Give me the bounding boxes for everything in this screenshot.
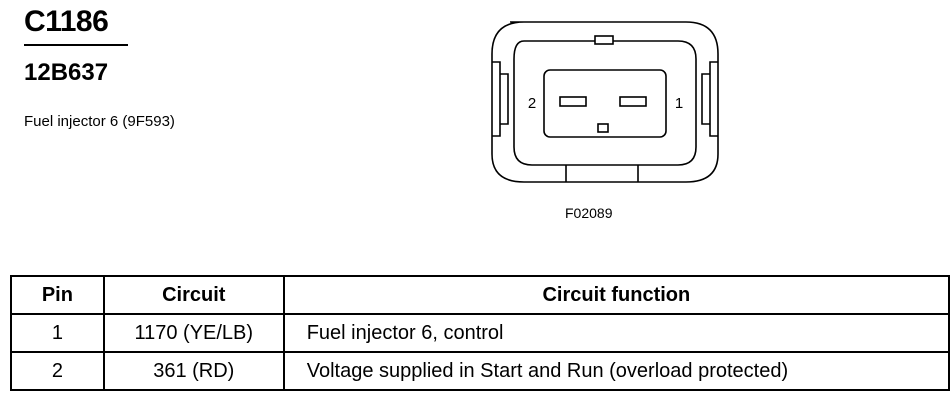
connector-id: C1186	[24, 5, 109, 38]
terminal-cavity	[543, 69, 667, 138]
top-locking-tab	[594, 35, 614, 45]
part-number: 12B637	[24, 59, 109, 86]
table-row: 1 1170 (YE/LB) Fuel injector 6, control	[10, 313, 950, 353]
table-header-row: Pin Circuit Circuit function	[10, 275, 950, 315]
connector-description: Fuel injector 6 (9F593)	[24, 113, 175, 130]
header-circuit-function: Circuit function	[282, 275, 950, 315]
connector-housing-inner	[513, 40, 697, 166]
header-circuit: Circuit	[102, 275, 285, 315]
header-pin: Pin	[10, 275, 105, 315]
polarizing-key	[597, 123, 609, 133]
terminal-slot-pin-1	[619, 96, 647, 107]
circuit-cell: 1170 (YE/LB)	[102, 313, 285, 353]
connector-face-diagram: 2 1	[491, 21, 719, 183]
circuit-function-cell: Voltage supplied in Start and Run (overl…	[282, 351, 950, 391]
figure-code: F02089	[565, 205, 613, 221]
pin-circuit-table: Pin Circuit Circuit function 1 1170 (YE/…	[10, 275, 950, 391]
right-side-latch	[701, 61, 718, 137]
terminal-slot-pin-2	[559, 96, 587, 107]
pin-label-1: 1	[675, 95, 683, 112]
circuit-function-cell: Fuel injector 6, control	[282, 313, 950, 353]
connector-housing-outer	[491, 21, 719, 183]
title-rule	[24, 44, 128, 46]
left-side-latch	[492, 61, 509, 137]
table-row: 2 361 (RD) Voltage supplied in Start and…	[10, 351, 950, 391]
pin-cell: 1	[10, 313, 105, 353]
pin-label-2: 2	[528, 95, 536, 112]
circuit-cell: 361 (RD)	[102, 351, 285, 391]
pin-cell: 2	[10, 351, 105, 391]
